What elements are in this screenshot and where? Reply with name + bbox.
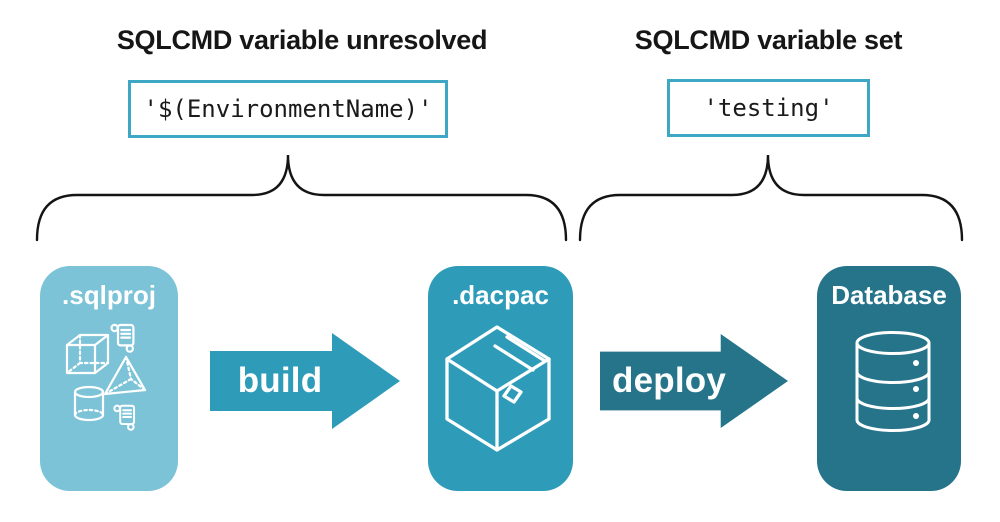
right-code-box: 'testing' [667,79,870,137]
pyramid-icon [103,355,147,396]
stage-sqlproj-label: .sqlproj [62,280,156,310]
cylinder-icon [73,385,105,422]
right-brace [578,154,964,242]
build-arrow-shape [210,333,400,429]
deploy-arrow-label: deploy [612,361,726,400]
left-code-text: '$(EnvironmentName)' [143,95,433,123]
sql-script-icon [110,323,135,353]
cube-icon [65,333,110,375]
stage-dacpac: .dacpac [428,266,573,491]
stage-database-label: Database [831,280,947,310]
deploy-arrow-shape [600,334,788,428]
right-heading: SQLCMD variable set [634,25,903,55]
stage-sqlproj: .sqlproj [40,266,178,491]
left-code-box: '$(EnvironmentName)' [128,80,448,138]
sql-script-icon [113,404,136,431]
stage-database: Database [817,266,961,491]
build-arrow-label: build [237,361,323,400]
database-cylinder-icon [855,331,931,432]
build-arrow: build [210,333,400,429]
deploy-arrow: deploy [600,334,788,428]
right-code-text: 'testing' [703,94,834,122]
stage-dacpac-label: .dacpac [452,280,549,310]
sql-objects-icon [65,323,147,431]
left-heading: SQLCMD variable unresolved [116,25,488,55]
left-brace [35,154,568,242]
package-box-icon [445,325,551,452]
